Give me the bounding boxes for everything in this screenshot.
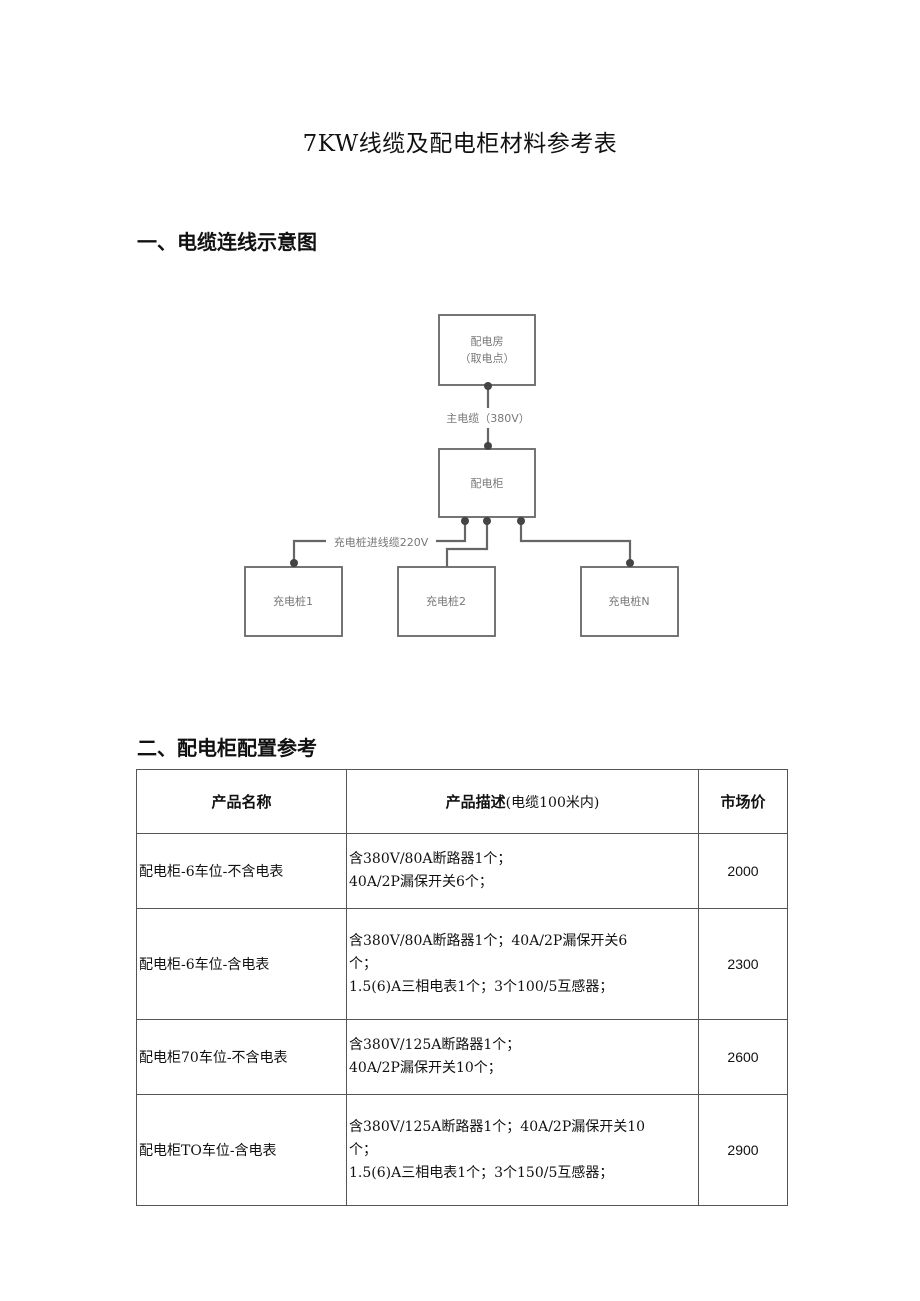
product-name-cell: 配电柜-6车位-含电表 xyxy=(136,908,347,1020)
distribution-cabinet-box xyxy=(438,448,536,518)
cabinet-config-table: 产品名称 产品描述(电缆100米内) 市场价 配电柜-6车位-不含电表 含380… xyxy=(136,769,788,1206)
connector-dot xyxy=(290,559,298,567)
power-room-label: 配电房 xyxy=(471,335,504,348)
branch-cable-2 xyxy=(445,523,489,567)
product-name-cell: 配电柜70车位-不含电表 xyxy=(136,1019,347,1095)
product-desc-cell: 含380V/80A断路器1个； 40A/2P漏保开关6个； xyxy=(346,833,699,909)
header-market-price: 市场价 xyxy=(698,769,788,834)
desc-line: 含380V/80A断路器1个；40A/2P漏保开关6 xyxy=(349,932,628,949)
desc-line: 含380V/125A断路器1个； xyxy=(349,1037,521,1053)
connector-dot xyxy=(517,517,525,525)
charger-1-box xyxy=(244,566,343,637)
charger-2-label: 充电桩2 xyxy=(426,594,466,608)
charger-2-box xyxy=(397,566,496,637)
connector-dot xyxy=(484,382,492,390)
power-point-label: （取电点） xyxy=(460,352,515,365)
price-cell: 2000 xyxy=(698,833,788,909)
desc-line: 含380V/80A断路器1个； xyxy=(349,851,512,867)
connector-dot xyxy=(484,442,492,450)
header-product-name: 产品名称 xyxy=(136,769,347,834)
connector-dot xyxy=(626,559,634,567)
header-desc-sub: (电缆100米内) xyxy=(505,795,600,811)
header-desc-main: 产品描述 xyxy=(445,793,506,811)
power-room-box xyxy=(438,314,536,386)
desc-line: 1.5(6)A三相电表1个；3个150/5互感器； xyxy=(349,1164,614,1181)
desc-line: 个； xyxy=(349,1141,377,1158)
charger-1-label: 充电桩1 xyxy=(273,594,313,608)
charger-n-box xyxy=(580,566,679,637)
connector-dot xyxy=(483,517,491,525)
price-cell: 2600 xyxy=(698,1019,788,1095)
product-desc-cell: 含380V/125A断路器1个；40A/2P漏保开关10 个； 1.5(6)A三… xyxy=(346,1094,699,1206)
desc-line: 含380V/125A断路器1个；40A/2P漏保开关10 xyxy=(349,1118,646,1135)
desc-line: 个； xyxy=(349,955,377,972)
table-row: 配电柜70车位-不含电表 含380V/125A断路器1个； 40A/2P漏保开关… xyxy=(136,1019,788,1095)
desc-line: 40A/2P漏保开关6个； xyxy=(349,874,493,890)
section-heading-config: 二、配电柜配置参考 xyxy=(137,736,317,760)
section-heading-diagram: 一、电缆连线示意图 xyxy=(137,230,317,254)
price-cell: 2300 xyxy=(698,908,788,1020)
charger-n-label: 充电桩N xyxy=(608,594,649,608)
cabinet-label: 配电柜 xyxy=(471,477,504,490)
product-name-cell: 配电柜TO车位-含电表 xyxy=(136,1094,347,1206)
table-row: 配电柜-6车位-含电表 含380V/80A断路器1个；40A/2P漏保开关6 个… xyxy=(136,908,788,1020)
product-desc-cell: 含380V/80A断路器1个；40A/2P漏保开关6 个； 1.5(6)A三相电… xyxy=(346,908,699,1020)
table-row: 配电柜-6车位-不含电表 含380V/80A断路器1个； 40A/2P漏保开关6… xyxy=(136,833,788,909)
price-cell: 2900 xyxy=(698,1094,788,1206)
desc-line: 1.5(6)A三相电表1个；3个100/5互感器； xyxy=(349,978,614,995)
table-row: 配电柜TO车位-含电表 含380V/125A断路器1个；40A/2P漏保开关10… xyxy=(136,1094,788,1206)
main-cable-label: 主电缆（380V） xyxy=(446,412,530,425)
table-header-row: 产品名称 产品描述(电缆100米内) 市场价 xyxy=(136,769,788,834)
main-cable-label-bg xyxy=(441,408,535,428)
header-product-desc: 产品描述(电缆100米内) xyxy=(346,769,699,834)
cable-connection-diagram: 配电房 （取电点） 主电缆（380V） 配电柜 充电桩进线缆220V 充电桩1 … xyxy=(244,314,679,637)
document-title: 7KW线缆及配电柜材料参考表 xyxy=(302,131,618,157)
desc-line: 40A/2P漏保开关10个； xyxy=(349,1060,502,1076)
connector-dot xyxy=(461,517,469,525)
branch-cable-n xyxy=(519,523,632,567)
product-desc-cell: 含380V/125A断路器1个； 40A/2P漏保开关10个； xyxy=(346,1019,699,1095)
branch-cable-label-bg xyxy=(326,535,436,549)
product-name-cell: 配电柜-6车位-不含电表 xyxy=(136,833,347,909)
branch-cable-label: 充电桩进线缆220V xyxy=(334,535,429,549)
